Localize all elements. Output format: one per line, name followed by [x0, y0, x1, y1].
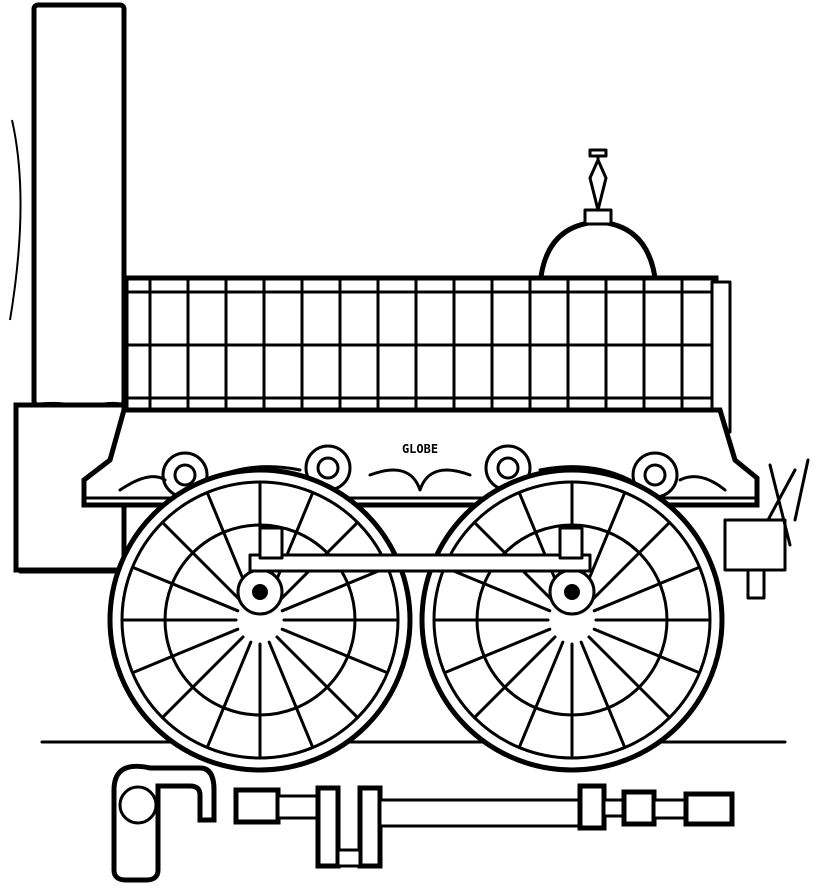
wheel-spoke — [444, 627, 552, 674]
wheel-spoke — [579, 640, 626, 748]
axle-detail — [233, 783, 735, 869]
rear-controls — [723, 458, 810, 600]
wheel-spoke — [206, 640, 253, 748]
wheel-spoke — [280, 627, 388, 674]
wheel-spoke — [275, 635, 358, 718]
wheel-spoke — [474, 635, 557, 718]
wheel-spoke — [444, 566, 552, 613]
wheel-spoke — [267, 640, 314, 748]
wheel-spoke — [587, 635, 670, 718]
coupling-rod — [248, 526, 592, 573]
steam-dome — [537, 148, 659, 288]
wheel-spoke — [280, 566, 388, 613]
wheel-spoke — [592, 566, 700, 613]
chimney — [9, 2, 127, 412]
rear-wheel — [419, 467, 725, 773]
wheel-spoke — [592, 627, 700, 674]
wheel-spoke — [132, 627, 240, 674]
wheel-spoke — [587, 522, 670, 605]
wheel-spoke — [132, 566, 240, 613]
wheel-spoke — [518, 640, 565, 748]
railing-cage — [123, 275, 732, 434]
wheel-spoke — [162, 635, 245, 718]
front-wheel — [107, 467, 413, 773]
wheel-spoke — [162, 522, 245, 605]
crank-detail — [111, 763, 217, 883]
nameplate-label: GLOBE — [402, 442, 438, 456]
